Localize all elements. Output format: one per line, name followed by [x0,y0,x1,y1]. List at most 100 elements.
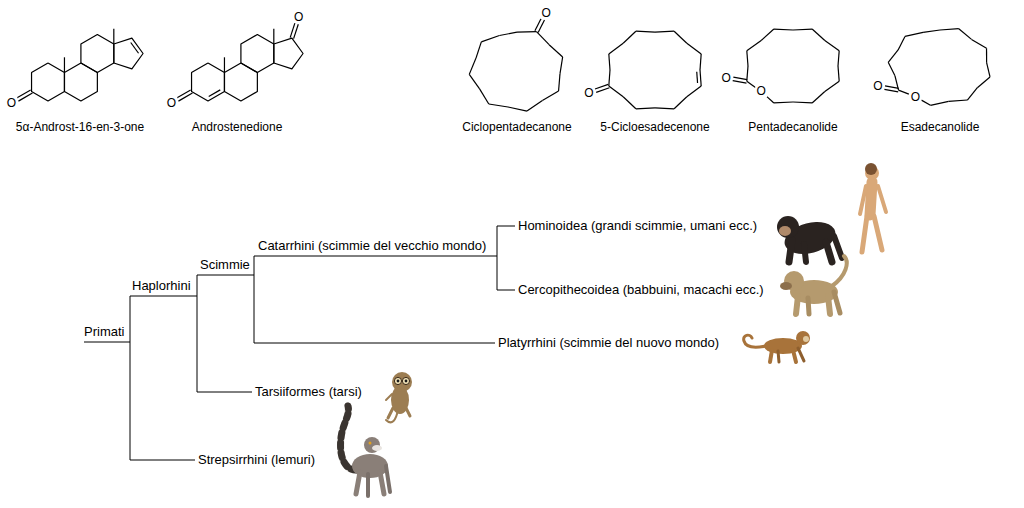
ring-bond [636,31,655,32]
atom-label: O [872,80,883,92]
atom-label: O [166,97,177,109]
clade-label: Tarsiiformes (tarsi) [255,385,362,399]
carbonyl-bond [535,18,541,30]
ring-bond [655,108,674,109]
carbonyl-bond [885,86,899,88]
ring-bond [560,57,563,74]
methyl-bond [273,29,274,44]
ring-bond [636,108,655,109]
tree-branch [254,256,497,257]
ring-bond [940,29,959,30]
tree-branch [497,226,498,290]
ring-bond [508,107,527,111]
ring-bond [489,104,508,107]
ring-bond [481,35,499,41]
atom-label: O [720,72,731,84]
ring-bond [793,28,812,30]
steroid-ring [64,63,97,101]
ring-bond [774,101,793,103]
steroid-ring [224,63,257,101]
ring-bond [793,101,812,103]
carbonyl-bond [17,90,31,98]
atom-label: O [583,87,594,99]
carbonyl-bond [733,81,747,83]
ring-bond [609,86,623,97]
steroid-ring [241,35,274,73]
ring-bond [609,54,610,70]
ring-bond [476,42,481,58]
ring-bond [888,62,895,76]
carbonyl-bond [884,89,898,91]
atom-label: O [756,85,767,97]
atom-label: O [293,11,304,23]
tree-branch [497,290,515,291]
clade-label: Strepsirrhini (lemuri) [198,453,315,467]
ring-bond [527,101,542,112]
compound-name: Ciclopentadecanone [462,121,571,134]
steroid-ring [32,63,65,101]
ring-bond [967,88,977,100]
double-bond-line [209,90,221,97]
tree-branch [197,275,198,392]
ring-bond [838,66,839,81]
ring-bond [687,86,701,97]
ring-bond [623,97,636,109]
ring-bond [747,41,761,51]
tree-branch [497,226,515,227]
ring-bond [469,74,479,89]
clade-label: Haplorhini [132,279,191,293]
steroid-ring [114,38,143,69]
ring-bond [766,96,774,103]
clade-label: Hominoidea (grandi scimmie, umani ecc.) [518,219,757,233]
atom-label: O [6,97,17,109]
carbonyl-bond [290,23,295,37]
tree-branch [197,392,252,393]
ring-bond [812,91,825,102]
methyl-bond [224,57,225,72]
ring-bond [977,77,990,88]
ring-bond [921,100,930,105]
ring-bond [930,101,948,105]
ring-bond [542,91,558,101]
ring-bond [609,43,623,54]
ring-bond [549,45,563,57]
compound-name: 5α-Androst-16-en-3-one [16,121,144,134]
ring-bond [537,32,550,45]
ring-bond [959,29,972,40]
human-figure [860,163,886,252]
chimpanzee-figure [777,216,842,262]
atom-label: O [910,91,921,103]
clade-label: Platyrrhini (scimmie del nuovo mondo) [498,336,719,350]
ring-bond [674,31,687,43]
ring-bond [499,32,517,35]
carbonyl-bond [177,90,191,98]
ring-bond [923,30,940,32]
compound-name: Pentadecanolide [748,121,837,134]
ring-bond [469,58,476,74]
ring-bond [899,90,909,94]
clade-label: Cercopithecoidea (babbuini, macachi ecc.… [518,283,764,297]
monkey-figure [744,331,810,362]
ring-bond [986,48,987,63]
ring-bond [480,89,489,104]
clade-label: Scimmie [200,258,250,272]
double-bond-line [696,72,698,83]
double-bond-line [131,42,139,53]
ring-bond [747,81,756,87]
clade-label: Catarrhini (scimmie del vecchio mondo) [258,239,486,253]
ring-bond [674,97,687,109]
ring-bond [825,81,839,91]
tree-branch [130,296,131,460]
tarsier-figure [386,372,412,422]
compound-name: Esadecanolide [901,121,980,134]
tree-branch [254,343,495,344]
carbonyl-bond [178,93,192,101]
methyl-bond [113,29,114,44]
methyl-bond [64,57,65,72]
ring-bond [747,51,748,66]
ring-bond [972,39,987,48]
ring-bond [812,29,825,40]
